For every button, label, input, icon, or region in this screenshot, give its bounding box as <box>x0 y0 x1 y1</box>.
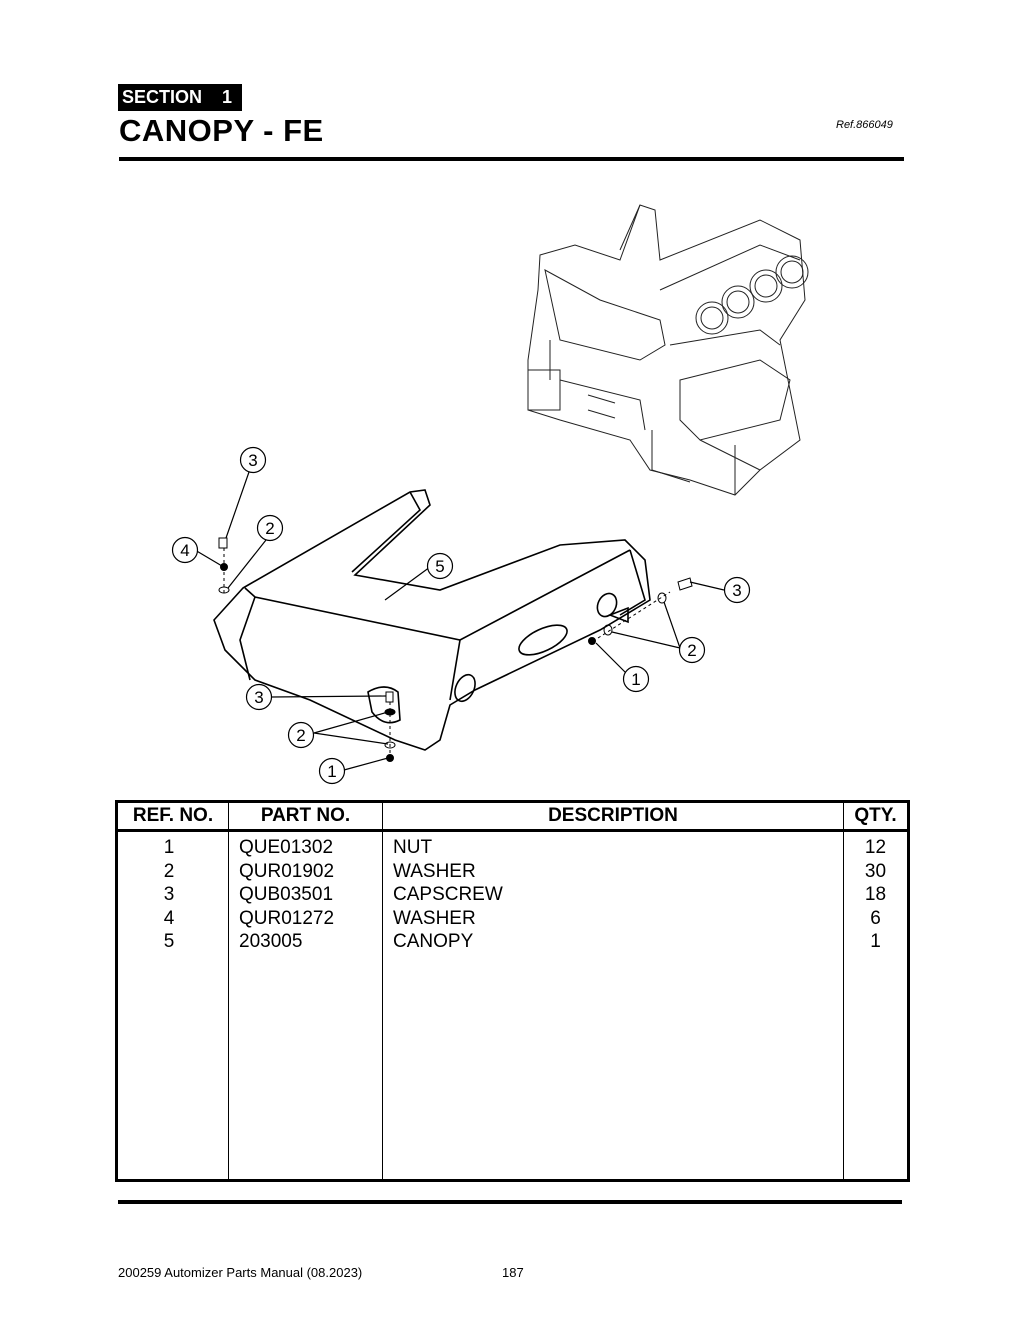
callout-bubble: 1 <box>318 757 346 785</box>
description-cell: NUT <box>393 837 433 858</box>
part-no-header: PART NO. <box>229 803 382 832</box>
svg-text:2: 2 <box>296 726 305 745</box>
callout-bubble: 3 <box>239 446 267 474</box>
callout-bubble: 2 <box>256 514 284 542</box>
qty-column: QTY. 12 30 18 6 1 <box>844 803 907 1179</box>
callout-bubble: 4 <box>171 536 199 564</box>
ref-no-column: REF. NO. 1 2 3 4 5 <box>118 803 229 1179</box>
qty-cell: 30 <box>864 860 887 882</box>
vehicle-overview-illustration <box>527 204 809 496</box>
svg-text:4: 4 <box>180 541 189 560</box>
svg-text:3: 3 <box>248 451 257 470</box>
callout-bubble: 1 <box>622 665 650 693</box>
parts-table: REF. NO. 1 2 3 4 5 PART NO. QUE01302 QUR… <box>115 800 910 1182</box>
callout-bubble: 3 <box>245 683 273 711</box>
qty-cell: 18 <box>864 884 887 906</box>
description-cell: WASHER <box>393 860 476 882</box>
exploded-view-diagram: 3 2 4 5 3 2 1 3 2 1 <box>171 204 809 785</box>
part-no-cell: QUB03501 <box>239 884 334 906</box>
leader-lines <box>194 471 725 771</box>
svg-text:1: 1 <box>327 762 336 781</box>
section-badge: SECTION 1 <box>118 84 242 111</box>
section-label: SECTION <box>122 87 203 107</box>
bottom-rule <box>118 1200 902 1204</box>
part-no-column: PART NO. QUE01302 QUR01902 QUB03501 QUR0… <box>229 803 383 1179</box>
callout-bubble: 3 <box>723 576 751 604</box>
svg-text:2: 2 <box>687 641 696 660</box>
callout-bubble: 2 <box>287 721 315 749</box>
ref-no-cell: 4 <box>163 907 175 929</box>
ref-no-cell: 3 <box>163 884 175 906</box>
hardware-illustration <box>218 537 693 762</box>
ref-no-cell: 1 <box>163 837 175 858</box>
description-cell: CANOPY <box>393 931 474 953</box>
svg-text:3: 3 <box>254 688 263 707</box>
qty-cell: 12 <box>864 837 887 858</box>
callout-bubble: 5 <box>426 552 454 580</box>
part-no-cell: QUR01902 <box>239 860 335 882</box>
qty-cell: 6 <box>870 907 881 929</box>
ref-no-cell: 2 <box>163 860 175 882</box>
footer-page-number: 187 <box>502 1265 524 1280</box>
part-no-cell: QUR01272 <box>239 907 335 929</box>
description-cell: CAPSCREW <box>393 884 503 906</box>
footer-manual-title: 200259 Automizer Parts Manual (08.2023) <box>118 1265 363 1280</box>
ref-no-header: REF. NO. <box>118 803 228 832</box>
part-no-cell: QUE01302 <box>239 837 334 858</box>
description-header: DESCRIPTION <box>383 803 843 832</box>
svg-text:1: 1 <box>631 670 640 689</box>
reference-number: Ref.866049 <box>836 119 893 131</box>
description-column: DESCRIPTION NUT WASHER CAPSCREW WASHER C… <box>383 803 844 1179</box>
qty-header: QTY. <box>844 803 907 832</box>
svg-text:5: 5 <box>435 557 444 576</box>
part-no-cell: 203005 <box>239 931 303 953</box>
page-title: CANOPY - FE <box>119 113 324 148</box>
callout-bubble: 2 <box>678 636 706 664</box>
ref-no-cell: 5 <box>163 931 175 953</box>
svg-text:2: 2 <box>265 519 274 538</box>
canopy-illustration <box>213 489 651 751</box>
qty-cell: 1 <box>870 931 881 953</box>
top-rule <box>119 157 904 161</box>
svg-text:3: 3 <box>732 581 741 600</box>
description-cell: WASHER <box>393 907 476 929</box>
section-number: 1 <box>222 87 233 107</box>
